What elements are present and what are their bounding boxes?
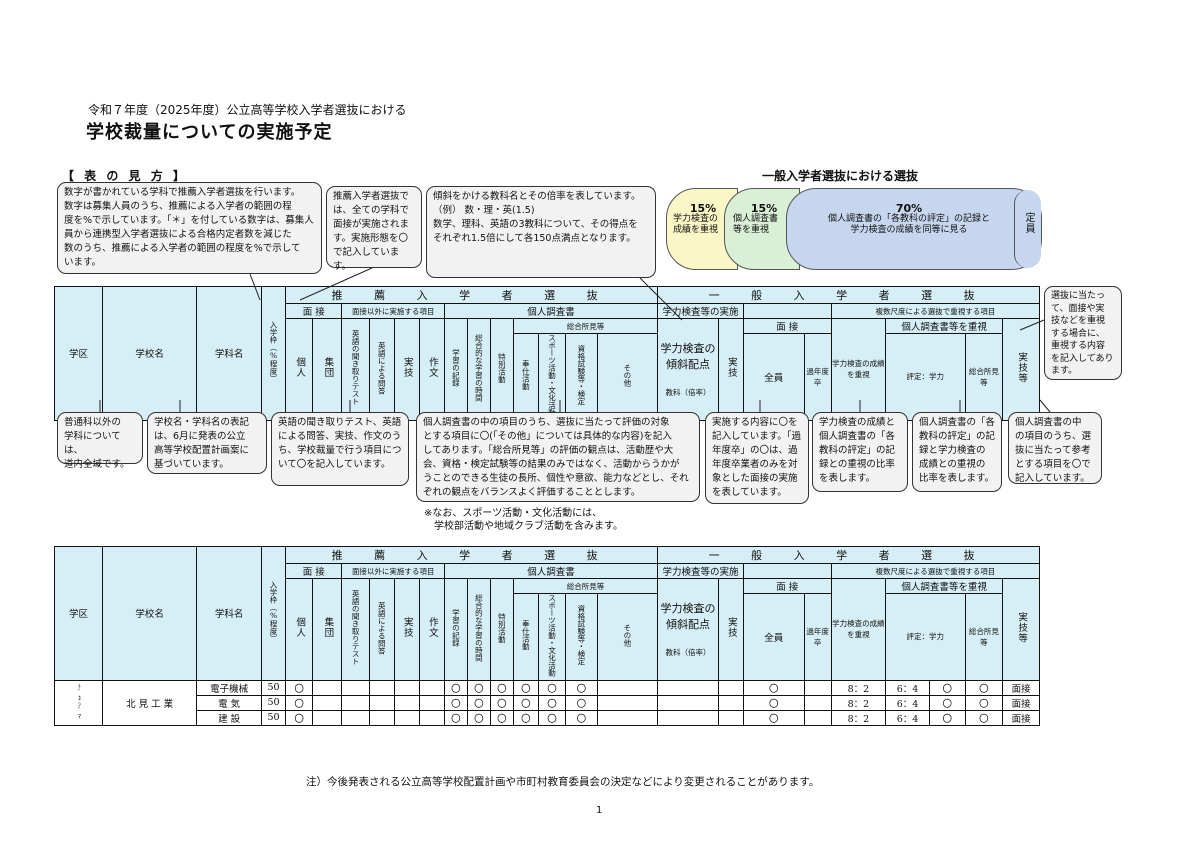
selection-heading: 一般入学者選抜における選抜 — [762, 169, 919, 183]
callout-naka: 個人調査書の中の項目のうち、選抜に当たって参考とする項目を〇で記入しています。 — [1008, 412, 1102, 484]
callout-gakko: 学校名・学科名の表記は、6月に発表の公立高等学校配置計画案に基づいています。 — [147, 412, 267, 474]
callout-eigo: 英語の聞き取りテスト、英語による問答、実技、作文のうち、学校裁量で行う項目につい… — [271, 412, 409, 486]
cylinder-end: 定員 — [1014, 190, 1041, 268]
school-name: 北 見 工 業 — [102, 679, 198, 726]
callout-kojin: 個人調査書の中の項目のうち、選抜に当たって評価の対象とする項目に〇(「その他」に… — [416, 412, 700, 502]
callout-right-top: 選抜に当たって、面接や実技などを重視する場合に、重視する内容を記入してあります。 — [1044, 286, 1122, 380]
cylinder-segment-gakuryoku: 15% 学力検査の成績を重視 — [666, 188, 738, 270]
header-gakku: 学区 — [53, 286, 104, 421]
callout-seiseki: 学力検査の成績と個人調査書の「各教科の評定」の記録との重視の比率を表します。 — [812, 412, 908, 492]
callout-keisha: 傾斜をかける教科名とその倍率を表しています。（例） 数・理・英(1.5)数学、理… — [426, 186, 656, 278]
callout-kakukyoka: 個人調査書の「各教科の評定」の記録と学力検査の成績との重視の比率を表します。 — [912, 412, 1002, 492]
page-number: 1 — [596, 805, 603, 816]
callout-gakku: 普通科以外の学科については、道内全域です。 — [57, 412, 143, 470]
header-ippan: 一 般 入 学 者 選 抜 — [657, 286, 1040, 304]
callout-jisshi: 実施する内容に〇を記入しています。「過年度卒」の〇は、過年度卒業者のみを対象とし… — [705, 412, 809, 504]
bottom-note: 注）今後発表される公立高等学校配置計画や市町村教育委員会の決定などにより変更され… — [306, 776, 820, 788]
legend-heading: 【 表 の 見 方 】 — [62, 169, 188, 183]
header-suisen: 推 薦 入 学 者 選 抜 — [285, 286, 659, 304]
document-title: 学校裁量についての実施予定 — [86, 122, 333, 143]
school-table: 学区 学校名 学科名 入学枠（%程度） 推 薦 入 学 者 選 抜 一 般 入 … — [53, 546, 1041, 726]
header-gakko: 学校名 — [102, 286, 198, 421]
sports-footnote: ※なお、スポーツ活動・文化活動には、学校部活動や地域クラブ活動を含みます。 — [424, 508, 623, 532]
document-subtitle: 令和７年度（2025年度）公立高等学校入学者選抜における — [88, 103, 407, 117]
callout-mensetsu: 推薦入学者選抜では、全ての学科で面接が実施されます。実施形態を〇で記入しています… — [326, 186, 422, 272]
legend-table: 学区 学校名 学科名 入学枠（%程度） 推 薦 入 学 者 選 抜 一 般 入 … — [53, 286, 1041, 421]
cylinder-segment-doto: 70% 個人調査書の「各教科の評定」の記録と学力検査の成績を同等に見る — [786, 188, 1042, 270]
callout-suisen: 数字が書かれている学科で推薦入学者選抜を行います。数字は募集人員のうち、推薦によ… — [57, 182, 322, 274]
